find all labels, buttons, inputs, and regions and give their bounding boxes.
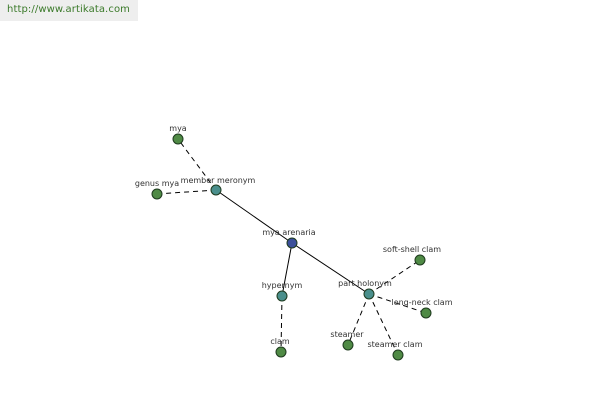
edge-part-holonym-to-soft-shell-clam xyxy=(368,259,421,295)
node-label-part-holonym[interactable]: part holonym xyxy=(338,279,392,288)
node-label-hypernym[interactable]: hypernym xyxy=(262,281,303,290)
node-long-neck-clam[interactable] xyxy=(420,307,432,319)
edge-part-holonym-to-long-neck-clam xyxy=(368,293,427,314)
node-mya-arenaria[interactable] xyxy=(286,237,298,249)
edge-hypernym-to-clam xyxy=(280,295,283,353)
graph-nodes xyxy=(151,133,432,361)
edge-mya-arenaria-to-hypernym xyxy=(281,242,293,297)
node-label-long-neck-clam[interactable]: long-neck clam xyxy=(391,298,452,307)
node-label-mya[interactable]: mya xyxy=(169,124,187,133)
node-part-holonym[interactable] xyxy=(363,288,375,300)
edge-mya-arenaria-to-part-holonym xyxy=(291,242,370,295)
edge-member-meronym-to-mya xyxy=(177,138,217,191)
site-url-link[interactable]: http://www.artikata.com xyxy=(0,0,138,21)
node-label-steamer[interactable]: steamer xyxy=(330,330,364,339)
edge-part-holonym-to-steamer-clam xyxy=(368,293,399,356)
node-label-mya-arenaria[interactable]: mya arenaria xyxy=(262,228,315,237)
edge-part-holonym-to-steamer xyxy=(347,293,370,346)
node-label-genus-mya[interactable]: genus mya xyxy=(135,179,179,188)
node-genus-mya[interactable] xyxy=(151,188,163,200)
node-soft-shell-clam[interactable] xyxy=(414,254,426,266)
graph-labels: mya arenaria member meronym hypernym part h… xyxy=(135,124,453,349)
node-steamer[interactable] xyxy=(342,339,354,351)
node-label-clam[interactable]: clam xyxy=(270,337,290,346)
node-label-soft-shell-clam[interactable]: soft-shell clam xyxy=(383,245,441,254)
node-member-meronym[interactable] xyxy=(210,184,222,196)
node-mya[interactable] xyxy=(172,133,184,145)
node-label-member-meronym[interactable]: member meronym xyxy=(181,176,256,185)
graph-edges xyxy=(156,138,427,356)
node-hypernym[interactable] xyxy=(276,290,288,302)
node-label-steamer-clam[interactable]: steamer clam xyxy=(368,340,423,349)
node-steamer-clam[interactable] xyxy=(392,349,404,361)
node-clam[interactable] xyxy=(275,346,287,358)
edge-mya-arenaria-to-member-meronym xyxy=(215,189,293,244)
edge-member-meronym-to-genus-mya xyxy=(156,189,217,195)
